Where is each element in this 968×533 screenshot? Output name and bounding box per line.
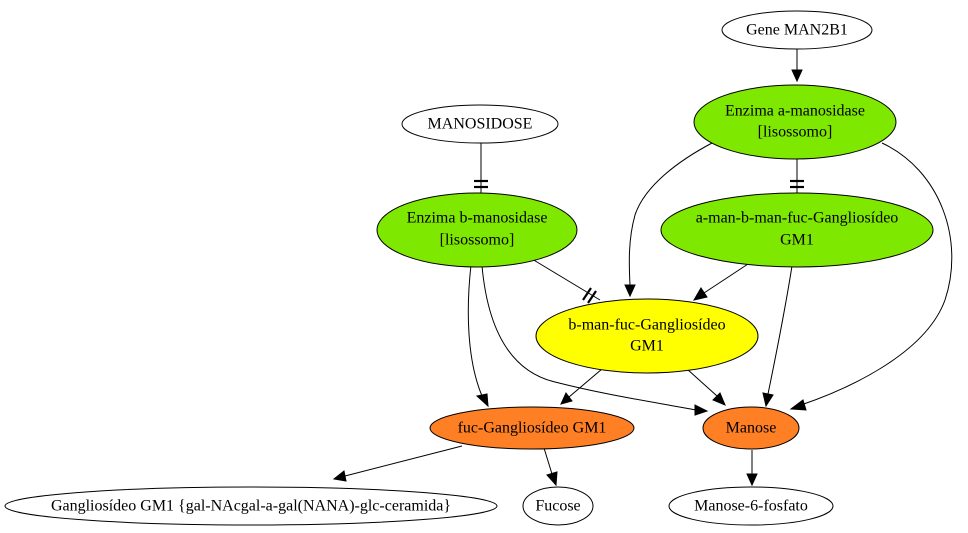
node-manose-6-fosfato[interactable]: Manose-6-fosfato [668, 486, 834, 526]
node-gangliosideo-gm1-shape [4, 486, 498, 526]
node-enzima-a-manosidase[interactable]: Enzima a-manosidase [lisossomo] [693, 84, 897, 160]
node-b-man-fuc-gm1[interactable]: b-man-fuc-Gangliosídeo GM1 [535, 298, 759, 374]
node-b-man-fuc-label-line2: GM1 [630, 338, 664, 355]
node-manosidose-label: MANOSIDOSE [428, 116, 533, 133]
node-b-man-fuc-shape [535, 298, 759, 374]
node-gene-man2b1[interactable]: Gene MAN2B1 [721, 10, 873, 50]
edge-enzima-a-to-b-man-fuc [628, 142, 713, 286]
arrowhead-fuc-gm1-to-gangliosideo [332, 470, 347, 482]
node-a-man-b-man-fuc-gm1[interactable]: a-man-b-man-fuc-Gangliosídeo GM1 [660, 192, 934, 268]
arrowhead-b-man-fuc-to-manose [712, 392, 726, 406]
node-gangliosideo-gm1-label: Gangliosídeo GM1 {gal-NAcgal-a-gal(NANA)… [51, 498, 451, 515]
node-gangliosideo-gm1[interactable]: Gangliosídeo GM1 {gal-NAcgal-a-gal(NANA)… [4, 486, 498, 526]
edge-fuc-gm1-to-fucose [543, 447, 553, 475]
arrowhead-enzima-a-to-b-man-fuc [624, 284, 636, 298]
node-a-man-b-man-shape [660, 192, 934, 268]
node-manose6-shape [668, 486, 834, 526]
arrowhead-enzima-b-to-fuc-gm1 [475, 393, 489, 408]
arrowhead-b-man-fuc-to-fuc-gm1 [560, 392, 573, 405]
arrowhead-enzima-b-to-manose [694, 404, 709, 416]
node-fuc-gm1-label: fuc-Gangliosídeo GM1 [458, 420, 607, 437]
node-a-man-b-man-label-line1: a-man-b-man-fuc-Gangliosídeo [696, 210, 899, 227]
node-enzima-b-manosidase[interactable]: Enzima b-manosidase [lisossomo] [376, 192, 578, 268]
node-fucose-label: Fucose [535, 498, 580, 515]
node-enzima-a-label-line2: [lisossomo] [758, 124, 833, 141]
node-manose-label: Manose [726, 420, 777, 437]
arrowhead-gene-to-enzima-a [791, 69, 803, 83]
node-enzima-a-shape [693, 84, 897, 160]
edge-enzima-b-to-b-man-fuc [531, 258, 601, 301]
edge-fuc-gm1-to-gangliosideo [344, 445, 463, 477]
node-manose-shape [702, 406, 800, 450]
node-fuc-gm1-shape [429, 406, 635, 450]
arrowhead-a-man-b-man-to-manose [762, 392, 774, 408]
edge-b-man-fuc-to-fuc-gm1 [568, 368, 603, 398]
edge-enzima-a-to-manose [800, 142, 953, 406]
edges [332, 48, 953, 487]
tee-enzima-b-b [587, 290, 597, 304]
node-b-man-fuc-label-line1: b-man-fuc-Gangliosídeo [568, 317, 725, 334]
node-enzima-b-label-line1: Enzima b-manosidase [407, 210, 548, 227]
node-manosidose[interactable]: MANOSIDOSE [401, 104, 559, 144]
arrowhead-a-man-b-man-to-b-man-fuc [692, 287, 708, 301]
tee-enzima-b-a [582, 287, 592, 301]
arrowhead-manose-to-manose6 [746, 473, 758, 487]
nodes: Gene MAN2B1 MANOSIDOSE Enzima a-manosida… [4, 10, 934, 526]
edge-enzima-b-to-fuc-gm1 [467, 264, 483, 397]
edge-enzima-b-to-manose [481, 265, 697, 411]
edge-a-man-b-man-to-b-man-fuc [703, 263, 749, 294]
node-manose[interactable]: Manose [702, 406, 800, 450]
edge-b-man-fuc-to-manose [686, 368, 718, 397]
node-enzima-b-label-line2: [lisossomo] [440, 232, 515, 249]
arrowhead-fuc-gm1-to-fucose [546, 471, 558, 487]
node-manose6-label: Manose-6-fosfato [694, 498, 808, 515]
edge-a-man-b-man-to-manose [767, 265, 793, 395]
node-gene-man2b1-label: Gene MAN2B1 [746, 22, 848, 39]
arrowhead-enzima-a-to-manose [789, 399, 807, 411]
node-fucose-shape [522, 486, 594, 526]
node-gene-man2b1-shape [721, 10, 873, 50]
node-fuc-gangliosideo-gm1[interactable]: fuc-Gangliosídeo GM1 [429, 406, 635, 450]
node-fucose[interactable]: Fucose [522, 486, 594, 526]
node-enzima-a-label-line1: Enzima a-manosidase [725, 103, 865, 120]
node-enzima-b-shape [376, 192, 578, 268]
node-manosidose-shape [401, 104, 559, 144]
node-a-man-b-man-label-line2: GM1 [780, 232, 814, 249]
